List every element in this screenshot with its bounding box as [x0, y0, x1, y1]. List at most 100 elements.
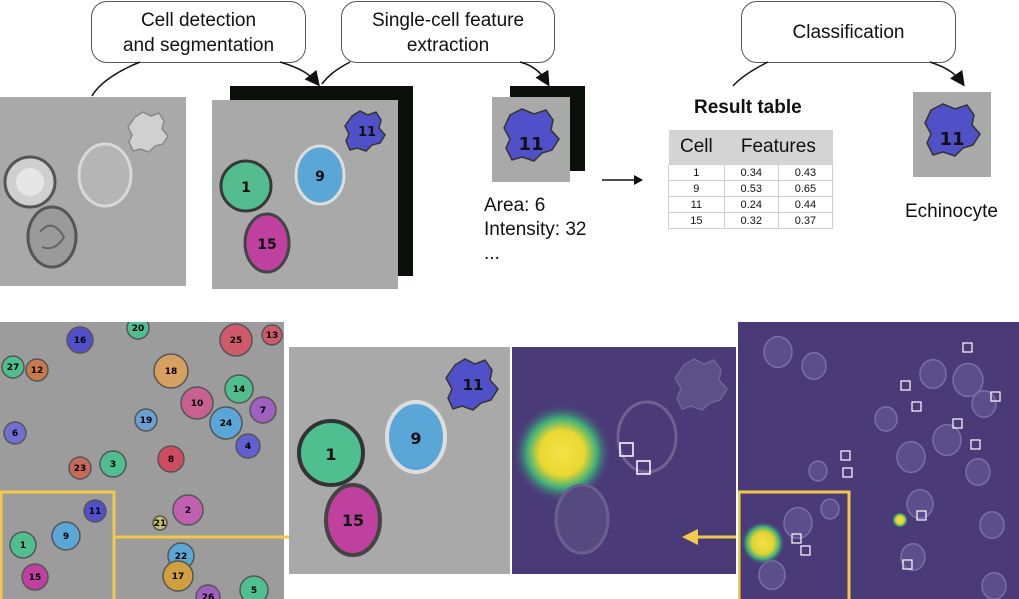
heatmap-cell	[874, 406, 898, 432]
overview-cell	[172, 494, 204, 526]
attention-box	[990, 391, 1001, 402]
overview-cell-label: 19	[140, 416, 153, 426]
heatmap-highlight-box	[738, 490, 851, 599]
segmented-cells-drawing: 1 9 15 11	[219, 110, 386, 274]
overview-cell-label: 22	[175, 552, 188, 562]
overview-cell	[239, 575, 269, 599]
overview-cell	[152, 515, 168, 531]
overview-cell	[25, 358, 49, 382]
overview-cell	[3, 421, 27, 445]
single-cell-crop: 11	[492, 97, 570, 182]
overview-cell	[9, 531, 37, 559]
table-header-features: Features	[724, 130, 833, 165]
classified-cell-drawing: 11	[924, 103, 981, 157]
overview-cell-label: 4	[245, 442, 251, 452]
callout-connectors	[91, 61, 965, 97]
overview-cell	[83, 499, 107, 523]
attention-box	[900, 380, 911, 391]
callout-feature-line2: extraction	[406, 35, 490, 56]
table-row: 15 0.32 0.37	[668, 212, 834, 229]
attention-box	[962, 342, 973, 353]
heatmap-cell	[965, 458, 991, 486]
overview-cell	[180, 386, 214, 420]
arrow-to-table	[602, 175, 643, 185]
overview-cell-label: 12	[31, 366, 44, 376]
cell-label-15: 15	[257, 237, 276, 253]
callout-detection-line2: and segmentation	[122, 35, 275, 56]
segmented-image: 1 9 15 11	[212, 100, 398, 289]
cell-label-9: 9	[315, 169, 325, 185]
heatmap-cell	[896, 440, 926, 474]
attention-box	[916, 510, 927, 521]
overview-cell	[219, 323, 253, 357]
overview-cell	[235, 433, 261, 459]
zoomed-segmentation-panel: 1 9 15 11	[289, 347, 510, 574]
attention-box	[636, 460, 651, 475]
overview-cell	[99, 450, 127, 478]
heatmap-cell	[900, 543, 926, 571]
overview-cell-label: 24	[220, 419, 233, 429]
overview-cell-label: 14	[233, 385, 246, 395]
zoomed-label-9: 9	[410, 429, 421, 448]
heatmap-cell	[932, 423, 962, 457]
overview-cell	[1, 355, 25, 379]
crop-cell-label: 11	[518, 134, 543, 155]
zoomed-heatmap-drawing	[512, 358, 728, 555]
overview-cell-label: 6	[12, 429, 18, 439]
overview-cell-label: 25	[230, 336, 243, 346]
zoomed-label-1: 1	[325, 445, 336, 464]
attention-box	[840, 450, 851, 461]
raw-microscopy-image	[0, 97, 186, 286]
overview-cell	[68, 456, 92, 480]
table-cell: 0.37	[777, 212, 834, 229]
overview-cell-label: 10	[191, 399, 204, 409]
cell-label-1: 1	[241, 180, 251, 196]
overview-cell-label: 17	[172, 572, 185, 582]
overview-cell	[66, 326, 94, 354]
overview-cell	[249, 396, 277, 424]
heatmap-cell	[906, 488, 934, 520]
single-cell-crop-drawing: 11	[503, 108, 560, 162]
feature-intensity: Intensity: 32	[484, 219, 587, 240]
heatmap-cell	[808, 460, 828, 482]
table-cell: 9	[668, 180, 725, 197]
heatmap-cell	[919, 358, 947, 390]
overview-cell	[195, 584, 221, 599]
table-cell: 11	[668, 196, 725, 213]
classified-cell-label: 11	[939, 129, 964, 150]
overview-cell-label: 26	[202, 593, 215, 599]
heatmap-cell	[763, 335, 793, 369]
overview-cell-label: 1	[20, 541, 26, 551]
table-row: 11 0.24 0.44	[668, 196, 834, 213]
overview-cell	[21, 563, 49, 591]
table-cell: 0.44	[777, 196, 834, 213]
callout-classification-text: Classification	[792, 22, 905, 43]
overview-highlight-box	[0, 490, 116, 599]
overview-cell-label: 11	[89, 507, 102, 517]
table-cell: 0.32	[723, 212, 779, 229]
zoomed-label-15: 15	[342, 511, 364, 530]
overview-cell-label: 20	[132, 324, 145, 334]
zoom-arrow-left	[682, 529, 736, 545]
table-header-cell: Cell	[668, 130, 725, 165]
callout-feature-line1: Single-cell feature	[371, 10, 525, 31]
overview-cell-label: 21	[154, 519, 167, 529]
overview-cell	[224, 374, 254, 404]
result-table-title: Result table	[694, 97, 802, 118]
overview-cell-label: 8	[168, 455, 174, 465]
overview-cell-label: 2	[185, 506, 191, 516]
table-row: 9 0.53 0.65	[668, 180, 834, 197]
overview-cell	[153, 353, 189, 389]
table-cell: 0.24	[723, 196, 779, 213]
overview-cell-label: 15	[29, 573, 42, 583]
overview-cell-label: 16	[74, 336, 87, 346]
raw-cells-drawing	[3, 111, 169, 269]
heatmap-cell	[783, 506, 813, 540]
overview-cell-label: 7	[260, 406, 266, 416]
overview-cell-label: 27	[7, 363, 20, 373]
zoomed-label-11: 11	[463, 376, 484, 394]
heatmap-cell	[820, 498, 840, 520]
overview-cell	[51, 521, 81, 551]
table-cell: 0.53	[723, 180, 779, 197]
overview-cell	[261, 324, 283, 346]
